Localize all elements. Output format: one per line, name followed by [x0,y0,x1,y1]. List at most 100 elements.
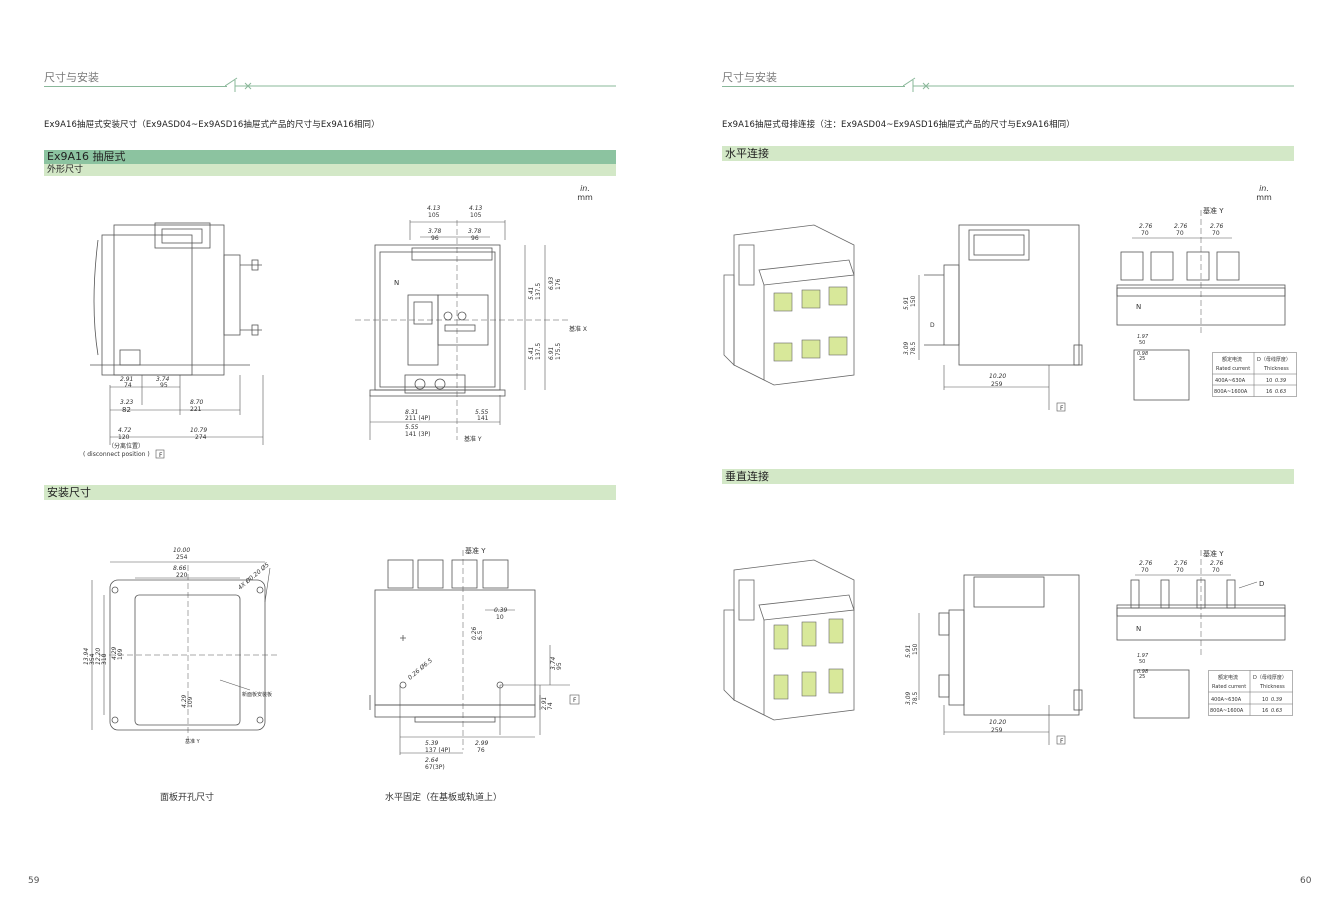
dim-label: 3.78 [428,228,442,235]
dim-label: 2.64 [425,757,439,764]
disconnect-label-en: ( disconnect position ) [83,451,150,458]
table-cell: 400A~630A [1215,378,1246,384]
product-bar: Ex9A16 抽屉式 [44,150,616,164]
dim-label: 221 [190,406,202,413]
dim-label: 70 [1212,567,1220,574]
dim-label: 70 [1176,567,1184,574]
vertical-side-drawing: 5.91 150 3.09 78.5 10.20 259 F [905,574,1083,745]
dim-label: 3.74 [156,376,170,383]
dim-label: 74 [124,382,132,389]
dim-label: 2.91 [120,376,133,383]
dim-label: 10.20 [989,373,1006,380]
n-label: N [1136,625,1141,633]
unit-label: in. mm [1256,184,1272,202]
ref-f-box [569,694,580,705]
dim-label: 3.74 [550,656,557,670]
dim-label: 4.13 [427,205,441,212]
dim-label: 176 [555,278,562,290]
dim-label: 259 [991,727,1003,734]
busbar-highlight [773,618,844,700]
dim-label: 10.20 [989,719,1006,726]
dim-label: 2.76 [1210,560,1224,567]
dim-label: 0.98 [1137,669,1148,675]
dim-label: 2.99 [475,740,489,747]
dim-label: 220 [176,572,188,579]
dim-label: 70 [1141,567,1149,574]
dim-label: 2.76 [1174,223,1188,230]
dim-label: 0.26 [471,626,478,640]
left-page: 尺寸与安装 Ex9A16抽屉式安装尺寸（Ex9ASD04~Ex9ASD16抽屉式… [0,0,668,913]
table-cell: 400A~630A [1211,697,1242,703]
dim-label: 6.93 [548,276,555,290]
dim-label: 3.09 [903,341,910,355]
dim-label: 4.29 [111,646,118,660]
dim-label: 4.13 [469,205,483,212]
section-rule [44,86,227,87]
d-label: D [930,322,935,329]
right-page: 尺寸与安装 Ex9A16抽屉式母排连接（注：Ex9ASD04~Ex9ASD16抽… [669,0,1337,913]
dim-label: 70 [1141,230,1149,237]
ref-f-box [155,449,165,459]
dim-label: 1.97 [1137,653,1149,659]
dim-label: 10.00 [173,547,190,554]
dim-label: 78.5 [912,691,919,705]
dim-label: 0.39 [494,607,508,614]
dim-label: 254 [176,554,188,561]
dim-label: 5.41 [528,347,535,360]
datum-y-label: 基准 Y [1203,549,1224,558]
dim-label: 25 [1139,674,1145,680]
mount-caption: 水平固定（在基板或轨道上） [385,793,503,803]
ref-f-label: F [159,452,163,459]
datum-y-label: 基准 Y [465,546,486,555]
dim-label: 175.5 [555,343,562,360]
dim-label: 109 [117,648,124,660]
dim-label: 96 [431,235,439,242]
dim-label: 141 [477,415,489,422]
dim-label: 70 [1176,230,1184,237]
dim-label: 50 [1139,659,1145,665]
side-view-drawing: 2.91 74 3.74 95 3.23 82 8.70 221 4.72 12… [83,222,264,459]
dim-label: 82 [122,406,131,414]
ref-f-label: F [1060,405,1064,412]
table-cell: 0.39 [1275,378,1286,384]
dim-label: 2.76 [1139,560,1153,567]
section-rule-icon [225,77,616,92]
dim-label: 5.55 [405,424,419,431]
front-view-drawing: 4.13 105 4.13 105 3.78 96 3.78 96 N 基准 X… [355,205,587,443]
dim-label: 105 [470,212,482,219]
horizontal-top-drawing: 基准 Y 2.76 70 2.76 70 2.76 70 N 1.97 50 0… [1116,206,1286,401]
d-label: D [1259,580,1264,588]
vertical-bar: 垂直连接 [722,469,1294,484]
unit-label: in. mm [577,184,593,202]
dim-label: 3.78 [468,228,482,235]
table-header: D（母线厚度） [1253,674,1287,681]
page-number: 60 [1300,876,1312,886]
section-rule-icon [903,77,1294,92]
dim-label: 96 [471,235,479,242]
dim-label: 6.91 [548,347,555,360]
dim-label: 354 [89,653,96,665]
dim-label: 10 [496,614,504,621]
outline-bar: 外形尺寸 [44,164,616,176]
table-cell: 0.63 [1271,708,1282,714]
panel-cutout-drawing: 10.00 254 8.66 220 13.94 354 12.20 310 4… [83,547,280,745]
dim-label: 13.94 [83,648,90,665]
dim-label: 8.31 [405,409,418,416]
dim-label: 12.20 [95,648,102,665]
ref-f-box [1056,735,1066,745]
table-cell: 0.39 [1271,697,1282,703]
dim-label: 2.91 [541,697,548,710]
dim-label: 5.39 [425,740,439,747]
dim-label: 5.55 [475,409,489,416]
table-header: 额定电流 [1222,356,1242,363]
page-number: 59 [28,876,40,886]
vertical-top-drawing: 基准 Y 2.76 70 2.76 70 2.76 70 D N 1.97 50… [1116,549,1286,719]
busbar-highlight [773,286,848,362]
dim-label: 105 [428,212,440,219]
table-cell: 0.63 [1275,389,1286,395]
datum-y-label: 基准 Y [1203,206,1224,215]
dim-label: 76 [477,747,485,754]
table-header: Rated current [1212,684,1246,690]
table-header: Thickness [1263,366,1289,372]
horizontal-side-drawing: 5.91 150 3.09 78.5 10.20 259 D F [903,224,1083,412]
